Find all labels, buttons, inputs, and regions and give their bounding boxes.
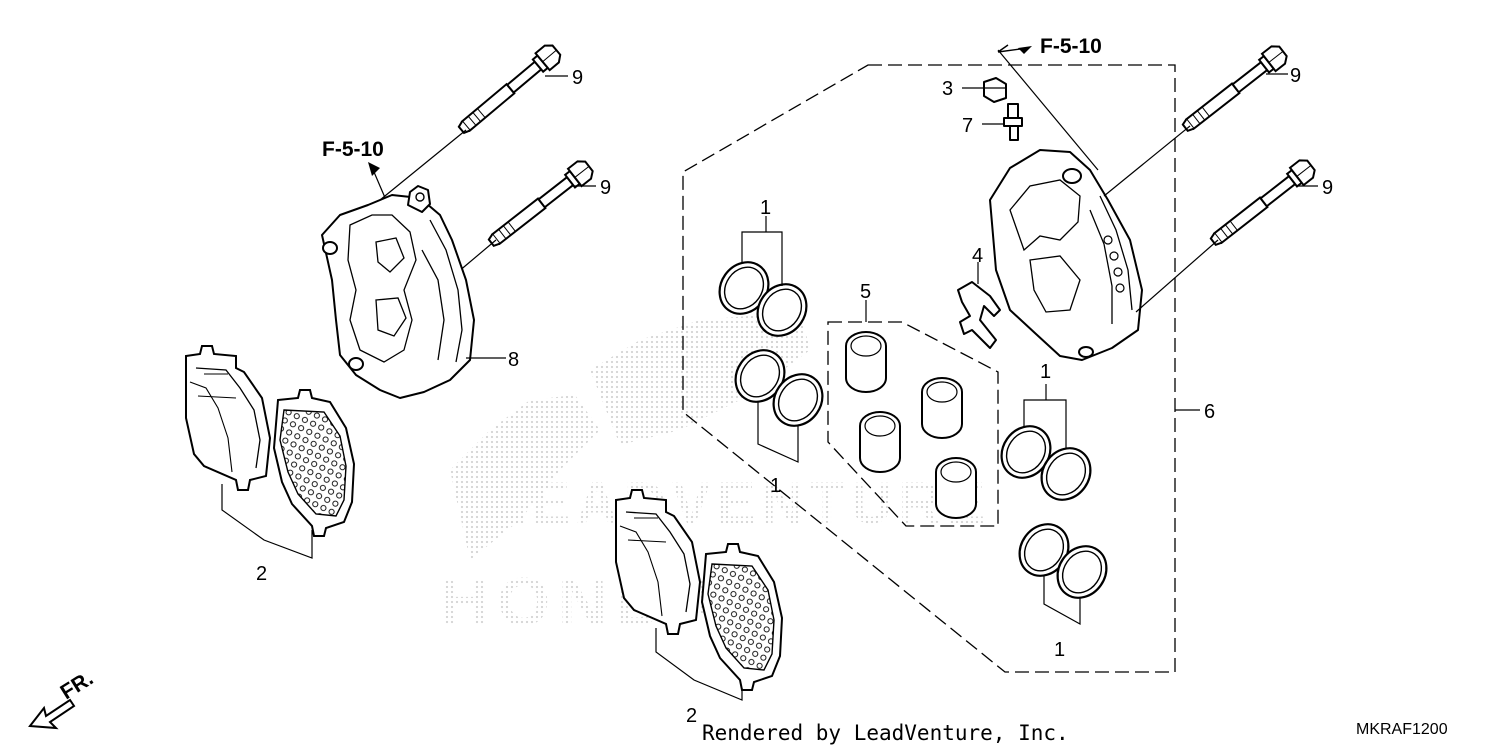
piston-3[interactable]	[859, 411, 901, 473]
piston-1[interactable]	[845, 331, 887, 393]
label-9-right-upper: 9	[1290, 65, 1301, 87]
front-direction-label: FR.	[56, 667, 97, 704]
right-upper-bolt[interactable]	[1177, 41, 1291, 138]
label-1-upper-left: 1	[760, 197, 771, 219]
diagram-code: MKRAF1200	[1356, 721, 1448, 738]
piston-kit	[827, 300, 999, 527]
label-9-left-upper: 9	[572, 67, 583, 89]
left-reference: F-5-10	[322, 138, 387, 201]
bleeder-cap[interactable]	[983, 77, 1007, 103]
label-1-upper-right: 1	[1040, 361, 1051, 383]
left-brake-pad-back[interactable]	[185, 345, 271, 491]
left-brake-pad-front[interactable]	[273, 389, 355, 537]
pad-spring[interactable]	[957, 281, 1001, 349]
label-9-left-lower: 9	[600, 177, 611, 199]
front-direction-indicator: FR.	[28, 667, 97, 730]
top-reference-label: F-5-10	[1040, 35, 1102, 58]
label-2-lower: 2	[686, 705, 697, 727]
piston-4[interactable]	[935, 457, 977, 519]
label-8: 8	[508, 349, 519, 371]
label-3: 3	[942, 78, 953, 100]
right-lower-bolt[interactable]	[1205, 155, 1319, 252]
label-4: 4	[972, 245, 983, 267]
rendered-by-credit: Rendered by LeadVenture, Inc.	[702, 721, 1069, 745]
left-upper-bolt[interactable]	[453, 40, 565, 140]
label-6: 6	[1204, 401, 1215, 423]
label-1-lower-right: 1	[1054, 639, 1065, 661]
lower-brake-pad-front[interactable]	[701, 543, 783, 691]
label-1-lower-left: 1	[770, 475, 781, 497]
left-lower-bolt[interactable]	[483, 156, 597, 253]
label-5: 5	[860, 281, 871, 303]
top-reference: F-5-10	[997, 35, 1102, 171]
label-7: 7	[962, 115, 973, 137]
watermark-brand: LEADVENTURE	[490, 471, 991, 536]
right-caliper[interactable]	[989, 149, 1143, 361]
label-2-left: 2	[256, 563, 267, 585]
piston-2[interactable]	[921, 377, 963, 439]
bleeder-valve[interactable]	[1003, 103, 1023, 141]
left-reference-label: F-5-10	[322, 138, 384, 161]
label-9-right-lower: 9	[1322, 177, 1333, 199]
caliper-kit-boundary	[682, 64, 1176, 673]
left-caliper[interactable]	[321, 185, 475, 399]
